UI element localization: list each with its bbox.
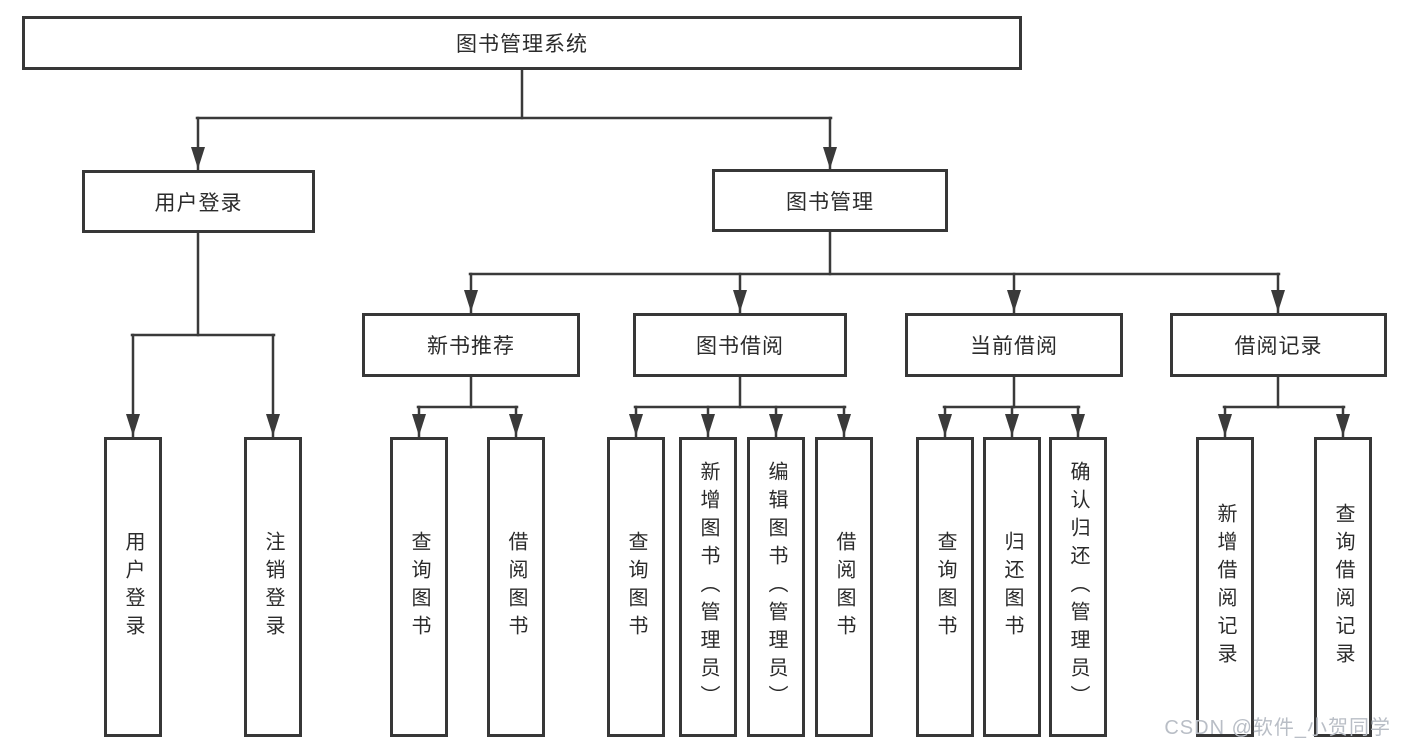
leaf-user-login: 用户登录: [104, 437, 162, 737]
leaf-logout-login: 注销登录: [244, 437, 302, 737]
leaf-label: 借阅图书: [833, 531, 855, 643]
connector-root-to-level2: [191, 68, 837, 171]
leaf-label: 借阅图书: [505, 531, 527, 643]
leaf-borrow-books: 借阅图书: [815, 437, 873, 737]
leaf-query-books-recommend: 查询图书: [390, 437, 448, 737]
connector-new-book-recommend-to-leaves: [412, 375, 523, 438]
node-library-management-system: 图书管理系统: [22, 16, 1022, 70]
leaf-query-books-borrow: 查询图书: [607, 437, 665, 737]
node-borrow-records: 借阅记录: [1170, 313, 1387, 377]
leaf-label: 查询图书: [625, 531, 647, 643]
leaf-query-books-current: 查询图书: [916, 437, 974, 737]
leaf-label: 用户登录: [122, 531, 144, 643]
leaf-label: 编辑图书（管理员）: [765, 461, 787, 713]
connector-user-login-to-leaves: [126, 231, 280, 438]
connector-borrow-records-to-leaves: [1218, 375, 1350, 438]
node-book-management: 图书管理: [712, 169, 948, 232]
leaf-label: 查询图书: [934, 531, 956, 643]
leaf-label: 查询借阅记录: [1332, 503, 1354, 671]
connector-current-borrow-to-leaves: [938, 375, 1085, 438]
leaf-label: 确认归还（管理员）: [1067, 461, 1089, 713]
leaf-edit-book-admin: 编辑图书（管理员）: [747, 437, 805, 737]
leaf-return-book: 归还图书: [983, 437, 1041, 737]
connector-book-management-to-level3: [464, 230, 1285, 314]
node-user-login: 用户登录: [82, 170, 315, 233]
leaf-borrow-books-recommend: 借阅图书: [487, 437, 545, 737]
leaf-query-borrow-record: 查询借阅记录: [1314, 437, 1372, 737]
leaf-label: 新增借阅记录: [1214, 503, 1236, 671]
leaf-add-borrow-record: 新增借阅记录: [1196, 437, 1254, 737]
leaf-add-book-admin: 新增图书（管理员）: [679, 437, 737, 737]
leaf-label: 归还图书: [1001, 531, 1023, 643]
csdn-watermark: CSDN @软件_小贺同学: [1164, 717, 1391, 739]
leaf-label: 注销登录: [262, 531, 284, 643]
connector-book-borrow-to-leaves: [629, 375, 851, 438]
leaf-label: 新增图书（管理员）: [697, 461, 719, 713]
node-current-borrow: 当前借阅: [905, 313, 1123, 377]
leaf-confirm-return-admin: 确认归还（管理员）: [1049, 437, 1107, 737]
node-book-borrow: 图书借阅: [633, 313, 847, 377]
node-new-book-recommend: 新书推荐: [362, 313, 580, 377]
leaf-label: 查询图书: [408, 531, 430, 643]
